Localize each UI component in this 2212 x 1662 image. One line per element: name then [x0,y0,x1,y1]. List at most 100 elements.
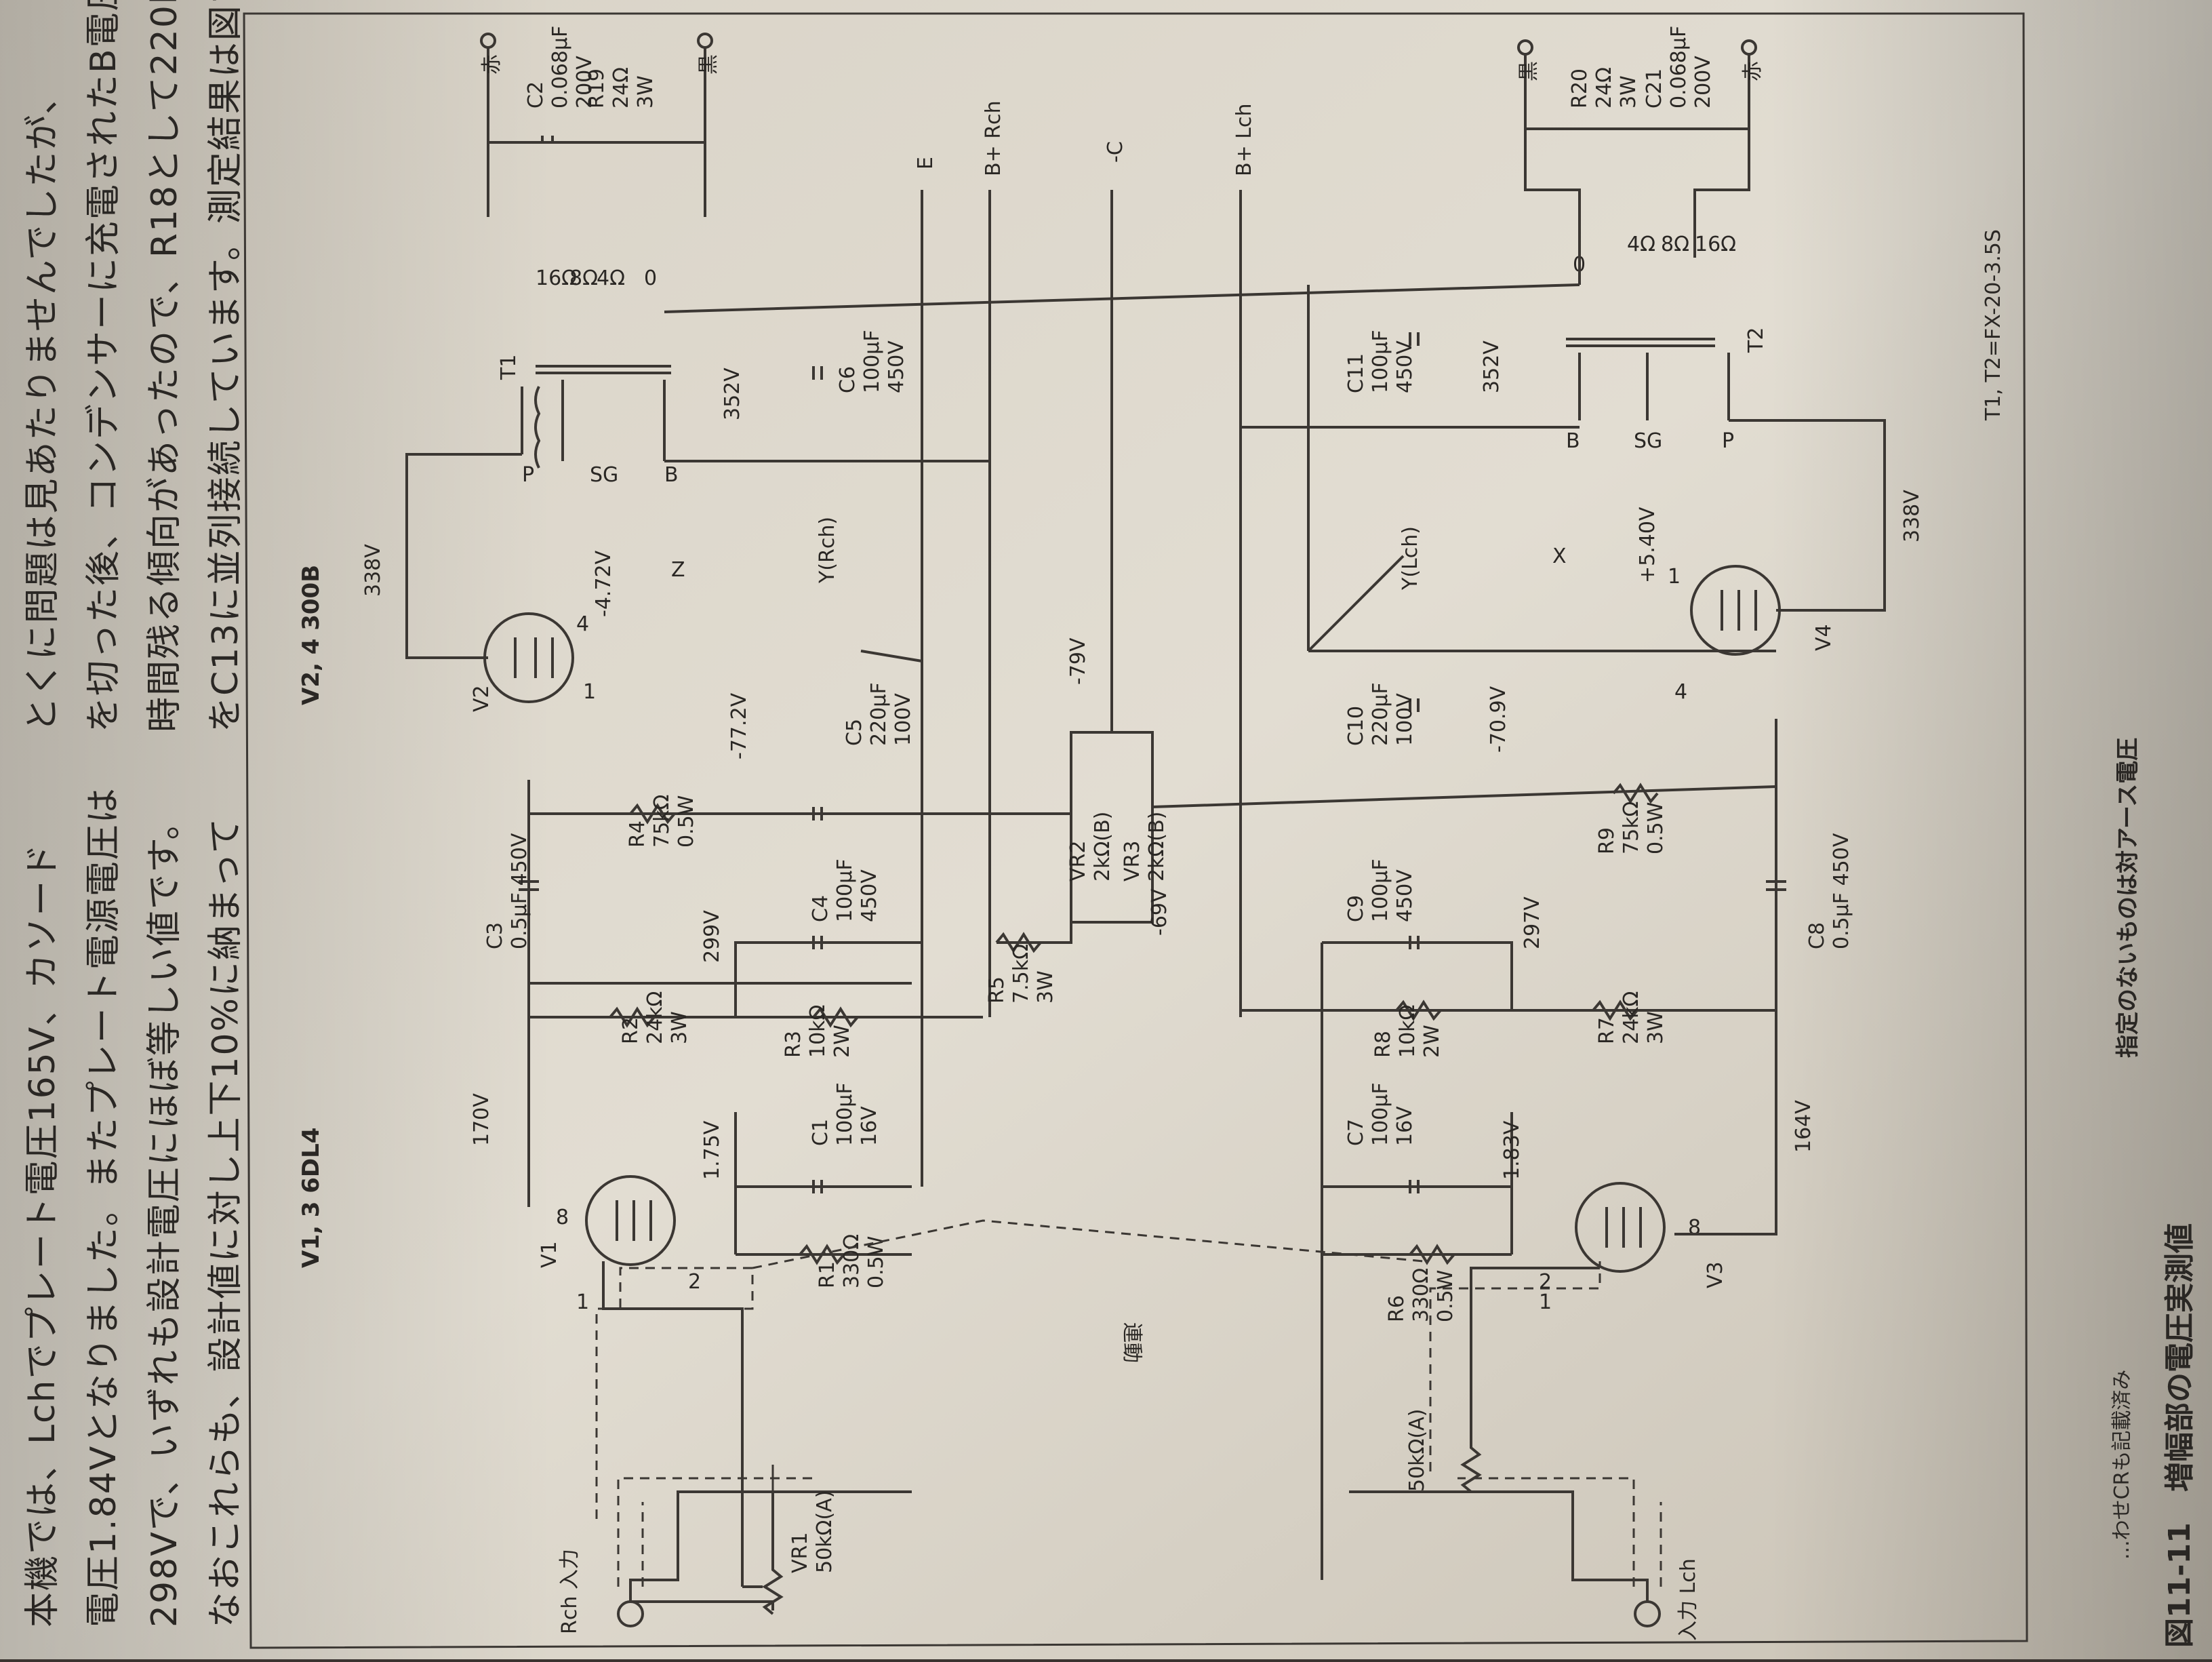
rail-e-label: E [914,157,938,170]
lch-input-label: 入力 Lch [1676,1558,1700,1641]
vr3-label: VR3 [1121,841,1144,882]
c2-capacitor [541,136,554,142]
c5-capacitor [812,807,823,820]
r1-label: R1 [816,1261,839,1288]
r6-label: R6 [1385,1295,1409,1322]
r5-watt: 3W [1034,970,1058,1004]
footnote-partial: ...わせCRも記載済み [2110,1370,2134,1560]
footnote-ground: 指定のないものは対アース電圧 [2114,738,2141,1058]
vr2-label: VR2 [1066,841,1090,882]
r3-label: R3 [782,1031,805,1058]
v79-label: -79V [1066,637,1090,685]
r8-watt: 2W [1420,1025,1444,1058]
v175-label: 1.75V [700,1120,724,1180]
r19-label: R19 [585,68,609,108]
c10-capacitor [1409,698,1420,712]
c10-volt: 100V [1393,693,1417,746]
lch-black-label: 黒 [1517,61,1541,81]
c5-volt: 100V [891,693,915,746]
c8-label: C8 [1805,922,1829,949]
c11-label: C11 [1344,353,1368,393]
r3-value: 10kΩ [806,1005,830,1058]
tube-type-300b: V2, 4 300B [298,565,325,705]
r5-resistor [995,932,1042,953]
v1-pin1: 1 [576,1290,589,1314]
v709-label: -70.9V [1487,686,1510,753]
v772-label: -77.2V [727,692,751,759]
r20-watt: 3W [1617,75,1641,108]
t2-output-wire [1524,54,1750,129]
vr3-value: 2kΩ(B) [1145,812,1169,882]
r19-value: 24Ω [609,67,633,108]
c5-value: 220μF [867,682,891,746]
figure-title: 増幅部の電圧実測値 [2163,1223,2197,1492]
footnote-block: 指定のないものは対アース電圧 [2114,738,2141,1058]
t1-tap-16: 16Ω [536,266,577,290]
t2-tap-sg: SG [1634,429,1662,453]
r2-label: R2 [619,1017,643,1044]
v4-electrodes [1721,590,1757,631]
c2-value: 0.068μF [548,26,572,108]
y-lch-wire [1307,555,1405,652]
r2-watt: 3W [668,1011,691,1044]
r5-label: R5 [985,976,1009,1004]
bias-pot-box [1070,731,1154,924]
c10-label: C10 [1344,706,1368,746]
prose-right: とくに問題は見あたりませんでしたが、 を切った後、コンデンサーに充電されたB電圧… [22,0,246,732]
c11-value: 100μF [1369,330,1392,393]
vr1b-label: 50kΩ(A) [1405,1409,1429,1492]
v3-pin1: 1 [1539,1290,1552,1314]
prose-left-line: 298Vで、いずれも設計電圧にほぼ等しい値です。 [144,803,185,1627]
rch-black-terminal [697,33,713,49]
rch-red-label: 赤 [480,54,504,75]
c5-label: C5 [843,719,866,746]
figure-frame [243,12,2028,1649]
prose-left: 本機では、Lchでプレート電圧165V、カソード 電圧1.84Vとなりました。ま… [22,787,246,1627]
r4-value: 75kΩ [650,795,674,848]
c7-volt: 16V [1393,1106,1417,1146]
r2-value: 24kΩ [643,991,667,1044]
rail-c-label: -C [1104,141,1127,163]
figure-number: 図11-11 [2163,1522,2197,1648]
v4-pin4: 4 [1674,680,1687,704]
c9-capacitor [1409,936,1420,949]
y-lch-label: Y(Lch) [1399,526,1422,591]
lch-red-terminal [1741,39,1757,56]
t2-tap-16: 16Ω [1695,233,1736,256]
lch-black-terminal [1517,39,1533,56]
c7-label: C7 [1344,1119,1368,1146]
prose-left-line: なおこれらも、設計値に対し上下10%に納まって [205,817,246,1627]
t1-label: T1 [497,355,521,380]
v1-electrodes [616,1200,652,1241]
v4-label: V4 [1812,624,1836,651]
t1-tap-sg: SG [590,463,618,487]
gang-link [752,1219,1424,1269]
c4-value: 100μF [833,858,857,922]
v2-pin4: 4 [576,612,589,636]
v472-label: -4.72V [592,550,616,617]
c21-label: C21 [1643,68,1666,108]
r9-resistor [1612,783,1659,804]
v352b-label: 352V [1480,340,1504,393]
c2-label: C2 [524,81,548,108]
tube-type-6dl4: V1, 3 6DL4 [298,1128,325,1268]
c21-volt: 200V [1691,56,1715,108]
rch-input-label: Rch 入力 [558,1549,582,1634]
r8-label: R8 [1371,1031,1395,1058]
prose-right-line: 時間残る傾向があったので、R18として220kΩ 3W [144,0,185,732]
c1-value: 100μF [833,1082,857,1146]
v3-electrodes [1605,1207,1642,1248]
lch-red-label: 赤 [1741,61,1765,81]
t1-output-wire [487,47,706,217]
vr1-label: VR1 [788,1532,812,1573]
t2-tap-p: P [1722,429,1734,453]
t2-secondary-wire [1524,127,1750,285]
v3-tube [1575,1182,1666,1273]
rch-shield-grid [595,1267,754,1519]
r7-label: R7 [1595,1017,1619,1044]
v540-label: +5.40V [1636,507,1660,583]
r6-value: 330Ω [1409,1268,1433,1322]
c3-capacitor [519,880,539,891]
t1-tap-4: 4Ω [597,266,625,290]
